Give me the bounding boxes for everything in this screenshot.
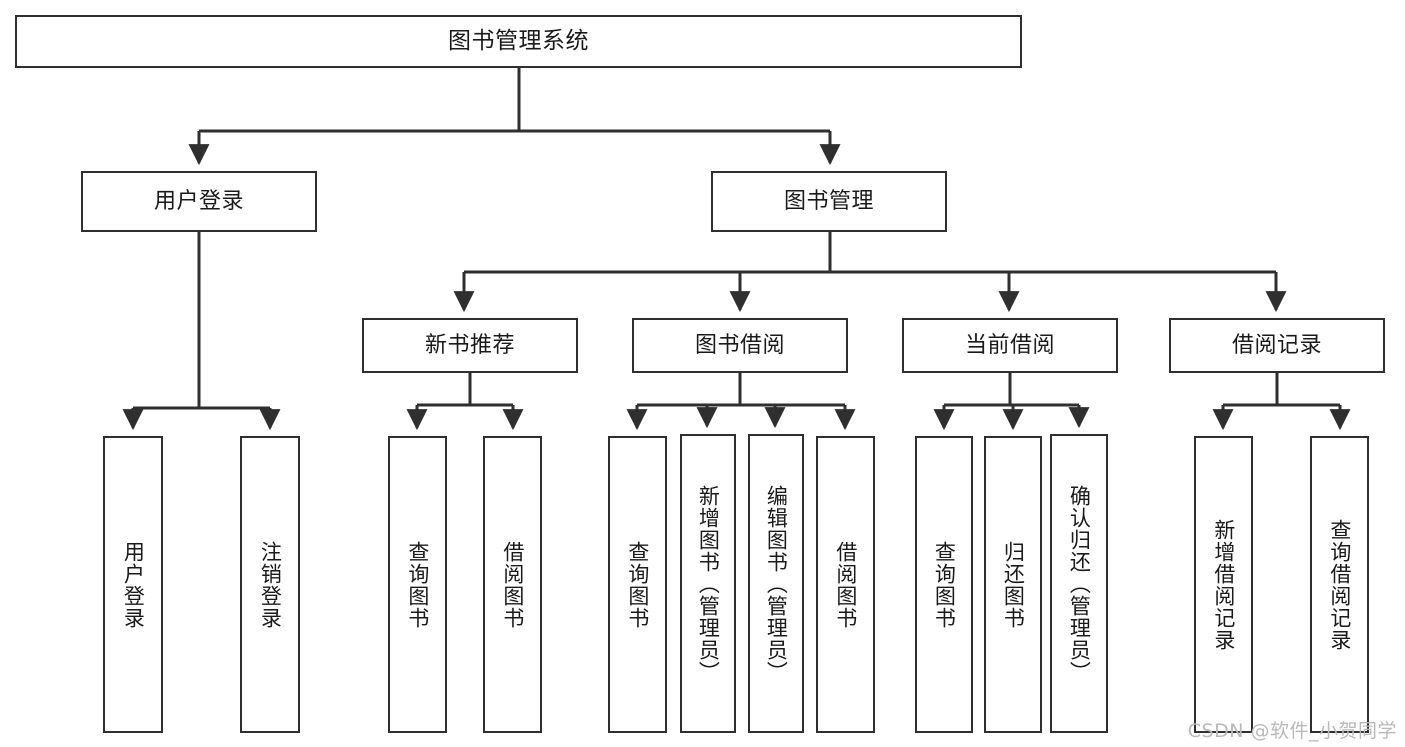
node-leaf-query-book-3-label: 查询图书 bbox=[932, 540, 957, 629]
node-book-manage-label: 图书管理 bbox=[783, 188, 874, 214]
node-book-manage[interactable]: 图书管理 bbox=[711, 171, 947, 232]
node-new-book-recommend-label: 新书推荐 bbox=[424, 332, 515, 358]
node-leaf-borrow-book-2[interactable]: 借阅图书 bbox=[816, 436, 875, 733]
node-leaf-confirm-return[interactable]: 确认归还（管理员） bbox=[1050, 434, 1108, 733]
node-user-login[interactable]: 用户登录 bbox=[81, 171, 317, 232]
node-leaf-user-login[interactable]: 用户登录 bbox=[103, 436, 163, 733]
node-root[interactable]: 图书管理系统 bbox=[15, 15, 1022, 68]
node-leaf-borrow-book-2-label: 借阅图书 bbox=[833, 540, 858, 629]
node-leaf-add-book[interactable]: 新增图书（管理员） bbox=[680, 434, 736, 733]
node-borrow-record-label: 借阅记录 bbox=[1231, 332, 1322, 358]
node-leaf-add-record-label: 新增借阅记录 bbox=[1211, 518, 1236, 651]
node-leaf-return-book-label: 归还图书 bbox=[1001, 540, 1026, 629]
node-leaf-query-book-2[interactable]: 查询图书 bbox=[608, 436, 667, 733]
node-leaf-borrow-book-1-label: 借阅图书 bbox=[500, 540, 525, 629]
node-leaf-add-book-label: 新增图书（管理员） bbox=[696, 484, 721, 683]
node-book-borrow[interactable]: 图书借阅 bbox=[632, 318, 848, 373]
node-new-book-recommend[interactable]: 新书推荐 bbox=[362, 318, 578, 373]
node-leaf-query-book-3[interactable]: 查询图书 bbox=[915, 436, 973, 733]
node-leaf-edit-book-label: 编辑图书（管理员） bbox=[764, 484, 789, 683]
node-current-borrow-label: 当前借阅 bbox=[964, 332, 1055, 358]
node-current-borrow[interactable]: 当前借阅 bbox=[902, 318, 1118, 373]
node-leaf-query-record-label: 查询借阅记录 bbox=[1327, 518, 1352, 651]
node-leaf-user-logout-label: 注销登录 bbox=[258, 540, 283, 629]
node-leaf-user-logout[interactable]: 注销登录 bbox=[240, 436, 300, 733]
node-book-borrow-label: 图书借阅 bbox=[694, 332, 785, 358]
node-leaf-edit-book[interactable]: 编辑图书（管理员） bbox=[748, 434, 804, 733]
node-leaf-query-book-1[interactable]: 查询图书 bbox=[388, 436, 447, 733]
node-leaf-query-book-1-label: 查询图书 bbox=[405, 540, 430, 629]
node-leaf-confirm-return-label: 确认归还（管理员） bbox=[1067, 484, 1092, 683]
csdn-watermark: CSDN @软件_小贺同学 bbox=[1187, 720, 1397, 742]
node-leaf-add-record[interactable]: 新增借阅记录 bbox=[1194, 436, 1253, 733]
node-leaf-return-book[interactable]: 归还图书 bbox=[984, 436, 1042, 733]
node-root-label: 图书管理系统 bbox=[448, 28, 589, 55]
node-leaf-query-book-2-label: 查询图书 bbox=[625, 540, 650, 629]
node-leaf-query-record[interactable]: 查询借阅记录 bbox=[1310, 436, 1369, 733]
node-user-login-label: 用户登录 bbox=[153, 188, 244, 214]
node-leaf-borrow-book-1[interactable]: 借阅图书 bbox=[483, 436, 542, 733]
node-borrow-record[interactable]: 借阅记录 bbox=[1169, 318, 1385, 373]
node-leaf-user-login-label: 用户登录 bbox=[121, 540, 146, 629]
